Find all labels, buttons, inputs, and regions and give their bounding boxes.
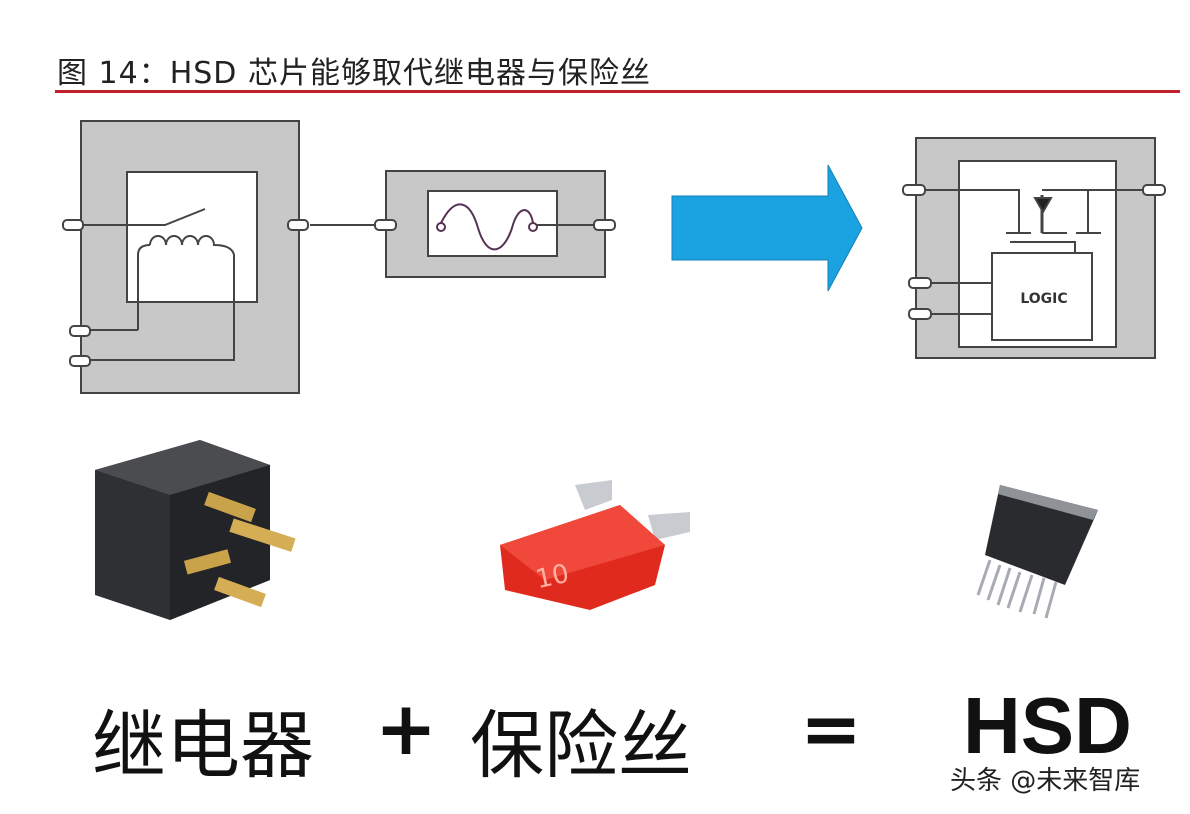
fuse-photo: 10 [500,480,690,610]
relay-photo [95,440,296,620]
watermark: 头条 @未来智库 [950,766,1141,796]
hsd-label: HSD [963,681,1132,770]
arrow-right-icon [671,164,863,292]
hsd-chip-photo [976,485,1098,619]
plus-sign: + [375,686,438,772]
title-divider [55,90,1180,93]
equals-sign: = [800,686,863,772]
fuse-schematic [374,170,616,278]
fuse-label: 保险丝 [470,703,692,789]
hsd-schematic [902,137,1166,359]
relay-schematic [62,120,376,394]
figure-title: 图 14：HSD 芯片能够取代继电器与保险丝 [57,56,651,91]
fuse-rating-label: 10 [533,559,572,595]
logic-label: LOGIC [1020,291,1067,307]
relay-label: 继电器 [92,703,314,789]
